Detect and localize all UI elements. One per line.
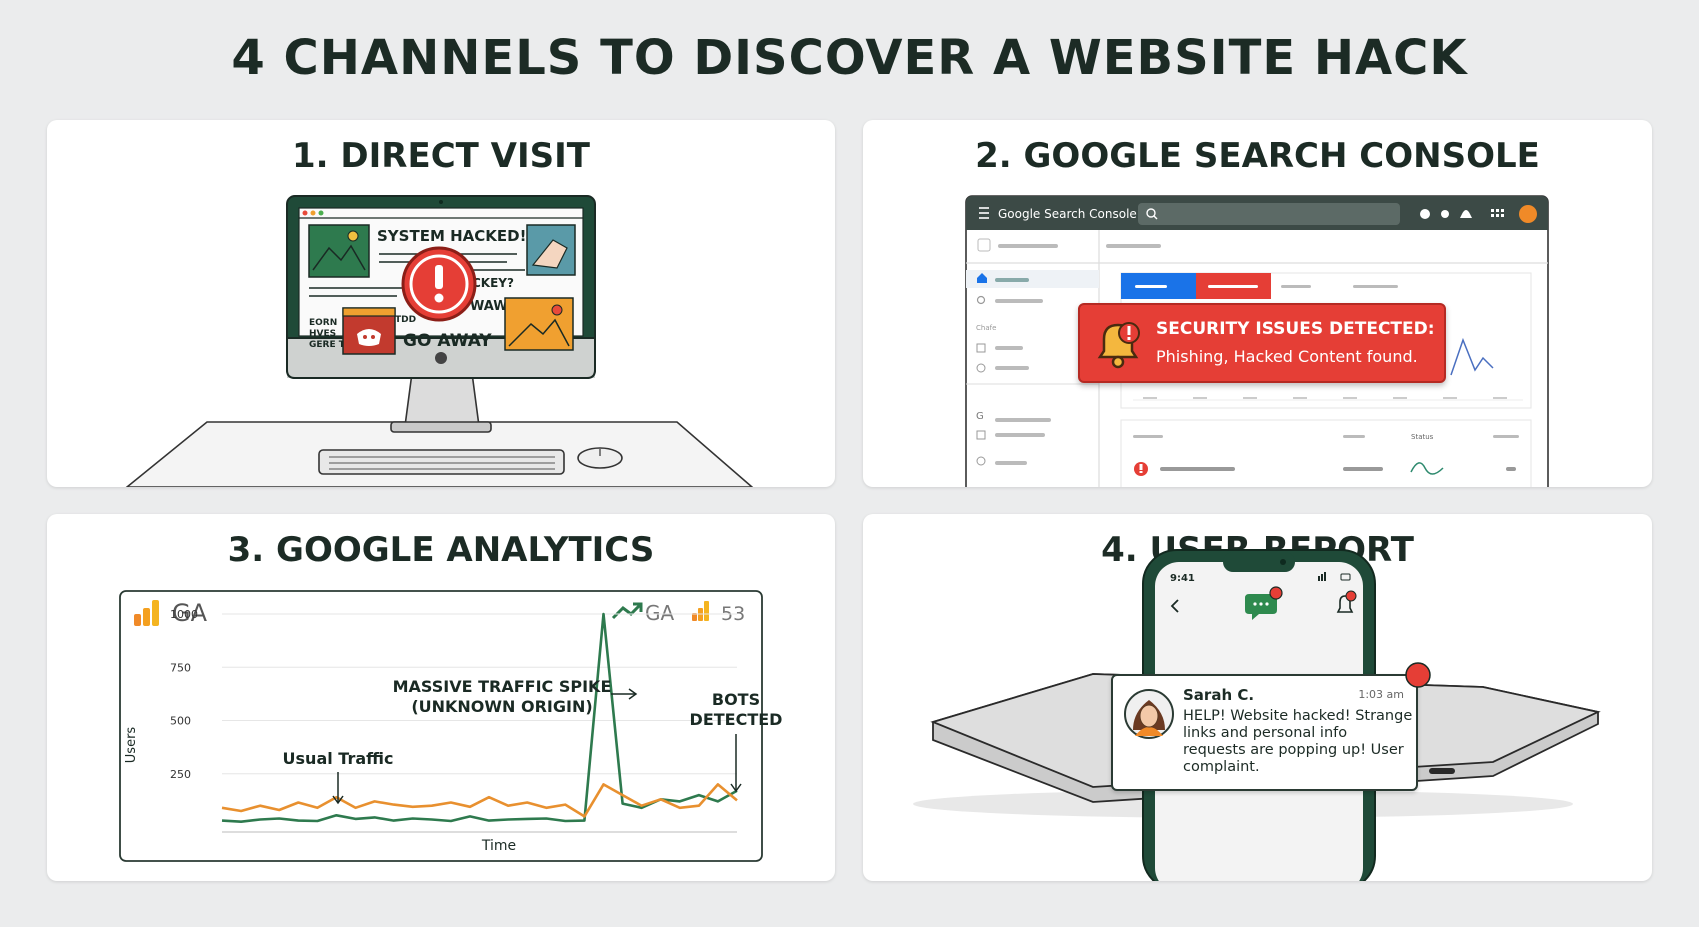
analytics-logo-icon: [134, 600, 159, 626]
gsc-nav-label: Chafe: [976, 324, 996, 332]
y-tick-label: 750: [170, 661, 191, 674]
avatar[interactable]: [1519, 205, 1537, 223]
screen-text-ckey: CKEY?: [472, 276, 514, 290]
arrow-down-icon: [332, 795, 344, 805]
annotation-spike-line2: (UNKNOWN ORIGIN): [411, 697, 592, 716]
panel-title-direct-visit: 1. DIRECT VISIT: [292, 136, 590, 176]
trend-up-icon: [611, 602, 643, 620]
screen-text-hacked: SYSTEM HACKED!: [377, 227, 526, 245]
apps-icon[interactable]: [1491, 209, 1504, 217]
arrow-down-icon: [730, 783, 742, 793]
svg-text:G: G: [976, 411, 984, 422]
panel-user-report: 4. USER REPORT 9:41 Sarah C. 1:03 am: [863, 514, 1652, 881]
chart-frame: [119, 590, 763, 862]
screen-text-tdd: TDD: [395, 315, 416, 325]
ga-logo-text: GA: [172, 599, 208, 627]
user-avatar: [1124, 689, 1174, 739]
gsc-app-name: Google Search Console: [998, 207, 1137, 221]
back-icon[interactable]: [1170, 599, 1179, 613]
chat-icon[interactable]: [1245, 594, 1277, 620]
gsc-status-header: Status: [1411, 433, 1434, 441]
ga-right-label: GA: [645, 601, 674, 625]
series-line-2: [221, 783, 738, 818]
analytics-bars-icon: [692, 601, 709, 621]
phone-time: 9:41: [1170, 573, 1195, 584]
bell-icon[interactable]: [1336, 595, 1354, 613]
alert-body: Phishing, Hacked Content found.: [1156, 347, 1418, 366]
home-icon: [977, 273, 987, 283]
screen-text-go-away: GO AWAY: [403, 331, 492, 351]
help-icon[interactable]: [1420, 209, 1430, 219]
screen-text-eorn: EORN: [309, 318, 337, 328]
bell-icon: [1097, 322, 1140, 369]
notification-sender: Sarah C.: [1183, 686, 1255, 704]
panel-title-search-console: 2. GOOGLE SEARCH CONSOLE: [975, 136, 1540, 176]
annotation-bots-line2: DETECTED: [690, 710, 783, 729]
mouse: [577, 447, 623, 469]
alert-title: SECURITY ISSUES DETECTED:: [1156, 319, 1435, 339]
monitor-stand: [404, 372, 480, 427]
annotation-spike-line1: MASSIVE TRAFFIC SPIKE: [393, 677, 612, 696]
screen-text-gere: GERE T: [309, 340, 346, 350]
search-icon: [1146, 208, 1156, 218]
direct-visit-illustration: SYSTEM HACKED! CKEY? WAW EORN HVES GERE …: [125, 195, 754, 487]
annotation-usual-traffic: Usual Traffic: [283, 749, 394, 768]
menu-icon[interactable]: [979, 207, 989, 219]
search-icon: [976, 295, 986, 305]
panel-direct-visit: 1. DIRECT VISIT SYSTEM: [47, 120, 835, 487]
user-notification[interactable]: Sarah C. 1:03 am HELP! Website hacked! S…: [1111, 662, 1431, 791]
y-tick-label: 1000: [170, 608, 198, 621]
bell-icon[interactable]: [1460, 210, 1472, 218]
x-axis-label: Time: [481, 838, 516, 854]
account-icon[interactable]: [1441, 210, 1449, 218]
keyboard: [318, 449, 565, 475]
annotation-bots-line1: BOTS: [712, 690, 760, 709]
gsc-search-bar[interactable]: [1138, 203, 1400, 225]
screen-text-waw: WAW: [470, 299, 508, 314]
panel-title-analytics: 3. GOOGLE ANALYTICS: [227, 530, 655, 570]
y-tick-label: 250: [170, 768, 191, 781]
y-tick-label: 500: [170, 715, 191, 728]
y-axis-label: Users: [124, 727, 139, 764]
screen-text-hves: HVES: [309, 329, 336, 339]
notification-message: HELP! Website hacked! Strange links and …: [1183, 708, 1413, 775]
arrow-right-icon: [628, 688, 638, 700]
security-alert[interactable]: SECURITY ISSUES DETECTED: Phishing, Hack…: [1078, 303, 1446, 383]
main-title: 4 CHANNELS TO DISCOVER A WEBSITE HACK: [231, 30, 1468, 86]
panel-search-console: 2. GOOGLE SEARCH CONSOLE Google Search C…: [863, 120, 1652, 487]
notification-badge: [1405, 662, 1431, 688]
notification-time: 1:03 am: [1358, 688, 1404, 701]
